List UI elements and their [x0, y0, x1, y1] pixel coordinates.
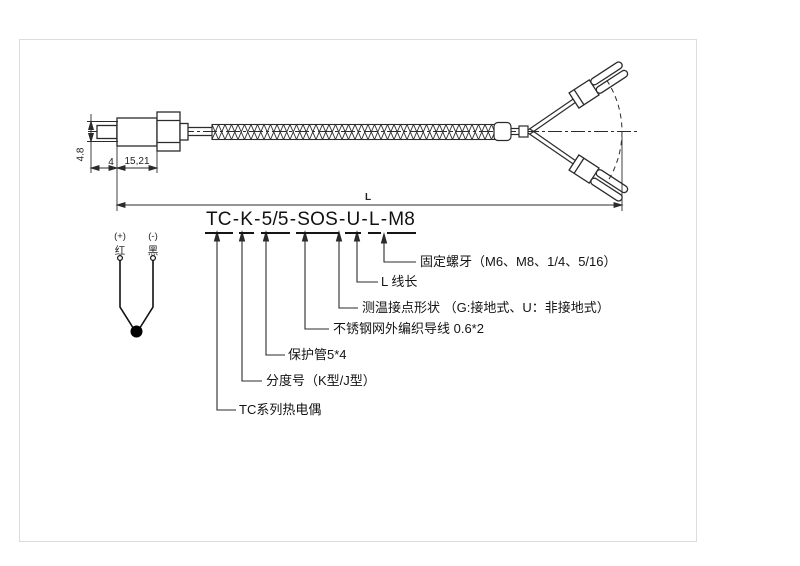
- wire-schematic: [116, 255, 157, 338]
- upper-wire-edge: [529, 101, 577, 135]
- probe-head: [96, 111, 212, 152]
- dim-label-total-length: L: [364, 192, 372, 203]
- negative-wire-end: [150, 255, 157, 262]
- fork-prong: [595, 69, 629, 94]
- annotation-junction-type: 测温接点形状 （G:接地式、U：非接地式）: [362, 300, 610, 315]
- junction-bead: [130, 325, 143, 338]
- negative-wire: [138, 260, 154, 329]
- code-segment-k: K: [239, 209, 255, 234]
- hex-nut: [156, 111, 181, 152]
- positive-color-label: 红: [114, 245, 126, 257]
- dim-4-and-15_21: [89, 143, 159, 211]
- upper-wire-edge: [527, 98, 575, 131]
- code-separator: -: [361, 209, 368, 230]
- ferrule: [493, 121, 512, 142]
- negative-color-label: 黑: [147, 245, 159, 257]
- dim-label-body-length: 15,21: [124, 156, 150, 167]
- dim-L: [115, 136, 624, 211]
- collar: [179, 122, 189, 141]
- fork-prong: [590, 61, 623, 86]
- cable-end: [493, 121, 529, 142]
- code-segment-u: U: [345, 209, 362, 234]
- annotation-braided-wire: 不锈钢网外编织导线 0.6*2: [333, 321, 484, 336]
- swing-arc: [606, 80, 623, 183]
- code-segment-sos: SOS: [296, 209, 339, 234]
- upper-fork-terminal: [568, 61, 629, 109]
- lower-wire-edge: [527, 132, 575, 165]
- negative-polarity-label: (-): [148, 231, 158, 242]
- probe-body: [116, 117, 158, 147]
- braided-cable: [211, 123, 496, 141]
- positive-wire: [119, 260, 135, 329]
- lower-fork-terminal: [568, 154, 629, 202]
- code-segment-tc: TC: [205, 209, 233, 234]
- dim-label-tip-length: 4: [108, 157, 114, 168]
- dim-label-tip-diameter: 4.8: [75, 147, 87, 162]
- code-segment-m8: M8: [387, 209, 417, 234]
- code-separator: -: [232, 209, 240, 230]
- model-code: TC - K - 5/5 - SOS - U - L - M8: [205, 209, 417, 234]
- braid-pattern: [212, 124, 495, 140]
- code-separator: -: [289, 209, 297, 230]
- annotation-series: TC系列热电偶: [239, 402, 322, 417]
- fork-prong: [595, 169, 629, 194]
- split-sleeve: [518, 125, 529, 138]
- positive-wire-end: [116, 255, 123, 262]
- lead-wires: [527, 98, 577, 165]
- probe-tip: [96, 124, 118, 140]
- annotation-protect-tube: 保护管5*4: [288, 347, 347, 362]
- annotation-wire-length: L 线长: [381, 274, 418, 289]
- code-segment-l: L: [367, 209, 381, 234]
- annotation-calibration: 分度号（K型/J型）: [266, 373, 376, 388]
- dim-4_8: [87, 114, 118, 173]
- terminal-crimp: [568, 154, 600, 185]
- code-separator: -: [254, 209, 261, 230]
- code-separator: -: [338, 209, 346, 230]
- positive-polarity-label: (+): [114, 231, 126, 242]
- code-segment-5-5: 5/5: [260, 209, 290, 234]
- leader-lines: [213, 229, 416, 411]
- code-separator: -: [380, 209, 388, 230]
- lower-wire-edge: [529, 128, 577, 162]
- annotation-fixing-thread: 固定螺牙（M6、M8、1/4、5/16）: [420, 254, 617, 269]
- terminal-crimp: [568, 78, 600, 109]
